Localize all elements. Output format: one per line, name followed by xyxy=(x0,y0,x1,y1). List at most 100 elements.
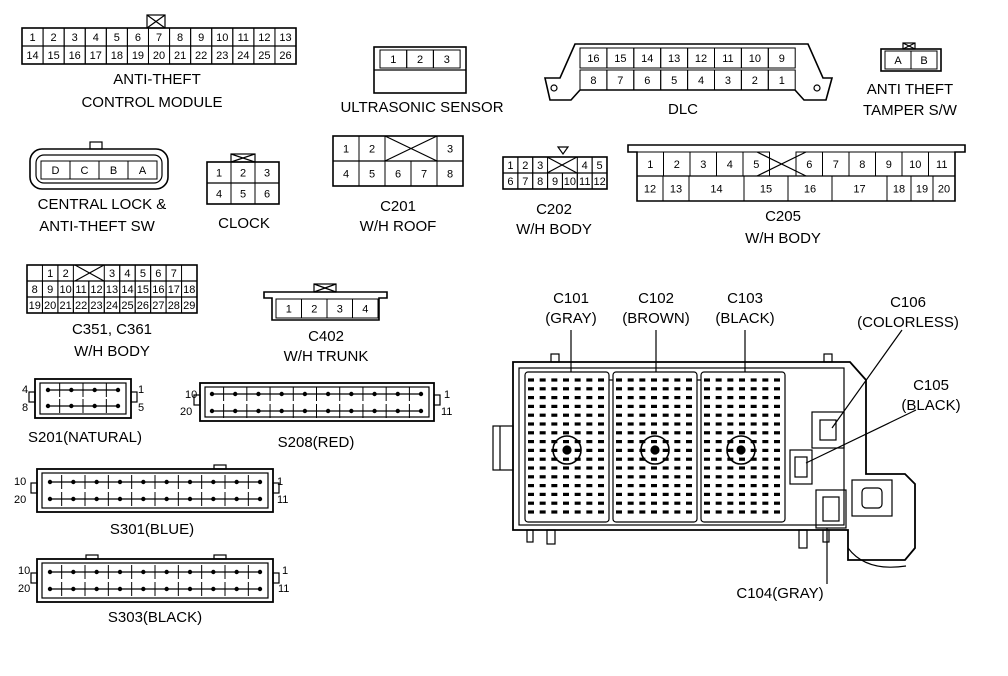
s303-pin-left-top: 10 xyxy=(18,565,30,577)
anti-theft-module-caption-2: CONTROL MODULE xyxy=(81,94,222,111)
c402-caption-1: C402 xyxy=(308,328,344,345)
c351-pin-20: 20 xyxy=(44,300,56,312)
s208-dot xyxy=(349,408,354,414)
c201-pin-8: 8 xyxy=(447,169,453,181)
s301-dot xyxy=(94,496,99,502)
c201-pin-2: 2 xyxy=(369,144,375,156)
cl-pin-C: C xyxy=(81,165,89,177)
c205-caption-2: W/H BODY xyxy=(745,230,821,247)
s208-dot xyxy=(209,408,215,414)
s301-dot xyxy=(71,496,76,502)
s201-dot xyxy=(69,387,74,393)
s301-dot xyxy=(234,496,239,502)
s301-dot xyxy=(141,496,146,502)
s301-dot xyxy=(187,496,193,502)
s301-dot xyxy=(47,496,53,502)
s301-dot xyxy=(94,479,99,485)
c402-pin-4: 4 xyxy=(362,304,368,316)
s208-caption: S208(RED) xyxy=(278,434,355,451)
us-pin-3: 3 xyxy=(444,54,450,66)
s303-dot xyxy=(141,586,146,592)
s301-dot xyxy=(257,479,263,485)
c102-name: C102 xyxy=(638,290,674,307)
c205-pin-11: 11 xyxy=(936,159,947,171)
clock-pin-5: 5 xyxy=(240,189,246,201)
c402-pin-1: 1 xyxy=(286,304,292,316)
c351-caption-1: C351, C361 xyxy=(72,321,152,338)
c351-pin-19: 19 xyxy=(29,300,41,312)
relay-socket xyxy=(851,479,893,517)
s301-pin-right-bottom: 11 xyxy=(277,494,288,506)
s208-dot xyxy=(233,408,238,414)
clock-pin-1: 1 xyxy=(216,168,222,180)
s201-dot xyxy=(115,387,121,393)
c102-block xyxy=(612,371,698,523)
s201-splice-connector xyxy=(28,378,138,419)
atm-pin-19: 19 xyxy=(132,50,144,62)
c205-pin-13: 13 xyxy=(670,184,682,196)
c351-pin-18: 18 xyxy=(183,284,195,296)
s301-dot xyxy=(117,479,123,485)
c402-pin-3: 3 xyxy=(337,304,343,316)
c202-pin-10: 10 xyxy=(564,176,576,188)
s208-dot xyxy=(302,408,308,414)
c101-block xyxy=(524,371,610,523)
c351-pin-2: 2 xyxy=(63,268,69,280)
anti-theft-module-caption-1: ANTI-THEFT xyxy=(113,71,201,88)
dlc-pin-10: 10 xyxy=(749,53,761,65)
s301-dot xyxy=(257,496,263,502)
s303-dot xyxy=(257,569,263,575)
c201-pin-6: 6 xyxy=(395,169,401,181)
dlc-pin-12: 12 xyxy=(695,53,707,65)
s208-dot xyxy=(256,408,261,414)
c351-caption-2: W/H BODY xyxy=(74,343,150,360)
clock-pin-6: 6 xyxy=(264,189,270,201)
clock-pin-2: 2 xyxy=(240,168,246,180)
atm-pin-7: 7 xyxy=(156,32,162,44)
atm-pin-6: 6 xyxy=(135,32,141,44)
tamper-pin-B: B xyxy=(920,55,927,67)
s201-caption: S201(NATURAL) xyxy=(28,429,142,446)
s303-pin-left-bottom: 20 xyxy=(18,583,30,595)
s208-dot xyxy=(325,408,331,414)
atm-pin-17: 17 xyxy=(90,50,102,62)
c202-pin-12: 12 xyxy=(593,176,605,188)
s208-dot xyxy=(372,408,377,414)
atm-pin-18: 18 xyxy=(111,50,123,62)
c351-pin-15: 15 xyxy=(137,284,149,296)
s208-dot xyxy=(233,391,238,397)
dlc-pin-11: 11 xyxy=(722,53,733,65)
atm-pin-13: 13 xyxy=(279,32,291,44)
c201-pin-7: 7 xyxy=(421,169,427,181)
central-lock-caption-2: ANTI-THEFT SW xyxy=(39,218,155,235)
s208-dot xyxy=(418,391,424,397)
c351-pin-1: 1 xyxy=(47,268,53,280)
s301-caption: S301(BLUE) xyxy=(110,521,194,538)
s303-dot xyxy=(94,586,99,592)
c205-pin-6: 6 xyxy=(806,159,812,171)
dlc-pin-14: 14 xyxy=(641,53,653,65)
dlc-pin-5: 5 xyxy=(671,75,677,87)
s303-dot xyxy=(234,569,239,575)
c205-pin-12: 12 xyxy=(644,184,656,196)
s208-dot xyxy=(279,408,284,414)
s208-dot xyxy=(209,391,215,397)
c205-pin-14: 14 xyxy=(710,184,722,196)
c205-pin-18: 18 xyxy=(893,184,905,196)
s208-dot xyxy=(325,391,331,397)
central-lock-caption-1: CENTRAL LOCK & xyxy=(38,196,167,213)
atm-pin-8: 8 xyxy=(177,32,183,44)
s201-pin-right-top: 1 xyxy=(138,384,144,396)
c201-caption-1: C201 xyxy=(380,198,416,215)
c202-pin-7: 7 xyxy=(522,176,528,188)
c102-color: (BROWN) xyxy=(622,310,690,327)
c351-pin-3: 3 xyxy=(109,268,115,280)
c351-pin-22: 22 xyxy=(75,300,87,312)
s301-pin-left-bottom: 20 xyxy=(14,494,26,506)
c402-caption-2: W/H TRUNK xyxy=(284,348,369,365)
